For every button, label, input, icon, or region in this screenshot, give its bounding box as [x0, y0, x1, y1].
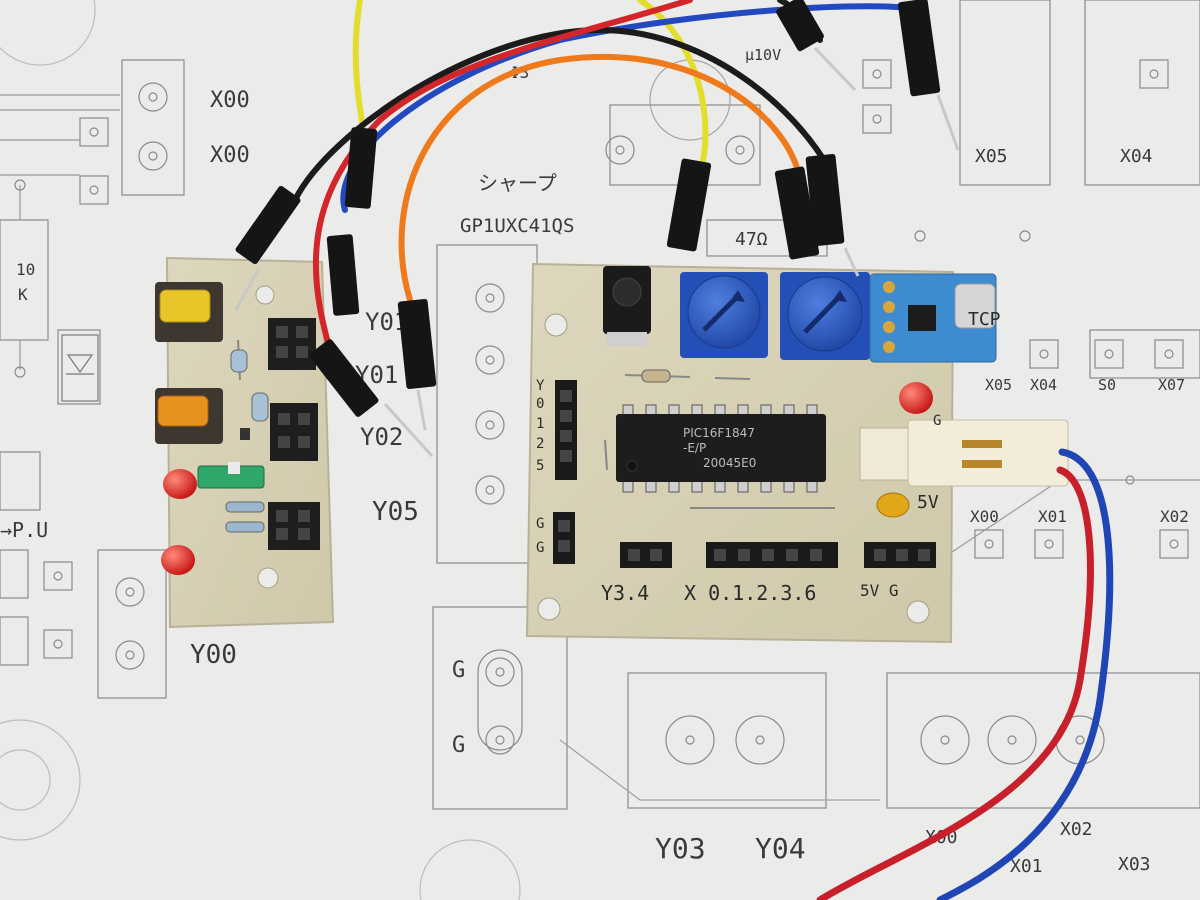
wire-yellow-2 — [637, 0, 709, 178]
jumper-green[interactable] — [197, 462, 265, 489]
pin-header-left-2 — [270, 403, 318, 461]
usb-c-port[interactable] — [954, 283, 996, 329]
label-10: 10 — [16, 260, 35, 279]
wire-orange — [398, 53, 803, 303]
label-y04: Y04 — [755, 832, 806, 865]
left-board — [155, 256, 335, 629]
label-x02-bottom: X02 — [1060, 819, 1093, 840]
main-board: TCP Y 0 1 2 5 G G — [525, 262, 1069, 644]
label-47ohm: 47Ω — [735, 229, 768, 250]
label-k: K — [18, 285, 28, 304]
label-x02-right: X02 — [1160, 507, 1189, 526]
label-g-side: G — [933, 413, 941, 429]
header-label-5: 5 — [536, 458, 544, 474]
label-y34: Y3.4 — [601, 581, 649, 605]
resistor-left-2 — [251, 392, 269, 422]
header-label-1: 1 — [536, 416, 544, 432]
label-x00-b: X00 — [210, 143, 250, 168]
led-red-main — [899, 382, 933, 414]
label-x05-right: X05 — [985, 376, 1012, 394]
led-red-2 — [161, 545, 195, 575]
chip-line1: PIC16F1847 — [683, 426, 755, 440]
label-y00-left: Y00 — [190, 640, 237, 670]
label-pu: →P.U — [0, 518, 48, 542]
led-red-1 — [163, 469, 197, 499]
label-x00-a: X00 — [210, 88, 250, 113]
header-label-g1: G — [536, 516, 544, 532]
jumper-wire-link — [714, 377, 751, 380]
wire-blue-power — [936, 448, 1114, 900]
label-x01-bottom: X01 — [1010, 856, 1043, 877]
sheet-labels: X00 X00 Y00 Y01 Y01 Y02 Y05 Y03 Y04 X05 … — [0, 46, 1189, 877]
resistor-left-1 — [230, 339, 248, 381]
label-mu10v: μ10V — [745, 46, 781, 64]
label-sharp: シャープ — [478, 171, 557, 195]
ir-sensor — [603, 266, 651, 346]
pin-header-left-1 — [268, 318, 316, 370]
capacitor-small — [240, 428, 250, 440]
wire-red-power — [816, 466, 1094, 900]
label-sensor-part: GP1UXC41QS — [460, 215, 574, 237]
pin-header-y34 — [620, 542, 672, 568]
push-button-orange[interactable] — [155, 388, 223, 444]
capacitor-yellow — [876, 492, 910, 518]
pin-header-5vg — [864, 542, 936, 568]
label-x03-bottom: X03 — [1118, 854, 1151, 875]
dupont-pins — [234, 46, 960, 458]
resistor-main-1 — [624, 369, 691, 383]
label-x05-top: X05 — [975, 146, 1008, 167]
label-s0: S0 — [1098, 376, 1116, 394]
header-label-0: 0 — [536, 396, 544, 412]
label-y03: Y03 — [655, 832, 706, 865]
potentiometer-1[interactable] — [680, 272, 768, 358]
label-x04-right: X04 — [1030, 376, 1057, 394]
label-x-pins: X 0.1.2.3.6 — [684, 581, 816, 605]
pin-header-y — [555, 380, 577, 480]
header-label-g2: G — [536, 540, 544, 556]
label-5vg: 5V G — [860, 581, 899, 600]
header-label-y: Y — [536, 378, 545, 394]
wire-red — [312, 0, 693, 353]
wire-yellow — [352, 0, 368, 143]
label-g1: G — [452, 658, 465, 683]
label-g2: G — [452, 733, 465, 758]
usb-module-label: TCP — [968, 309, 1001, 330]
label-x01-right: X01 — [1038, 507, 1067, 526]
pin-header-x — [706, 542, 838, 568]
potentiometer-2[interactable] — [780, 272, 870, 360]
dupont-connectors — [235, 0, 941, 417]
label-5v-side: 5V — [917, 492, 939, 513]
label-x00-right: X00 — [970, 507, 999, 526]
diode-sketch-icon — [61, 334, 99, 402]
power-connector-white[interactable] — [859, 419, 1069, 487]
label-x04-top: X04 — [1120, 146, 1153, 167]
pin-header-g — [553, 512, 575, 564]
pic-microcontroller: PIC16F1847 -E/P 20045E0 — [616, 404, 826, 493]
pin-header-left-3 — [268, 502, 320, 550]
resistor-left-4 — [225, 521, 265, 533]
resistor-left-3 — [225, 501, 265, 513]
label-y05: Y05 — [372, 497, 419, 527]
chip-line2: -E/P — [683, 441, 706, 455]
label-y02: Y02 — [360, 423, 403, 451]
label-x07: X07 — [1158, 376, 1185, 394]
push-button-yellow[interactable] — [155, 282, 223, 342]
jumper-wire-link-2 — [604, 439, 608, 471]
header-label-2: 2 — [536, 436, 544, 452]
usb-charger-module: TCP — [869, 273, 1001, 363]
chip-line3: 20045E0 — [703, 456, 756, 470]
